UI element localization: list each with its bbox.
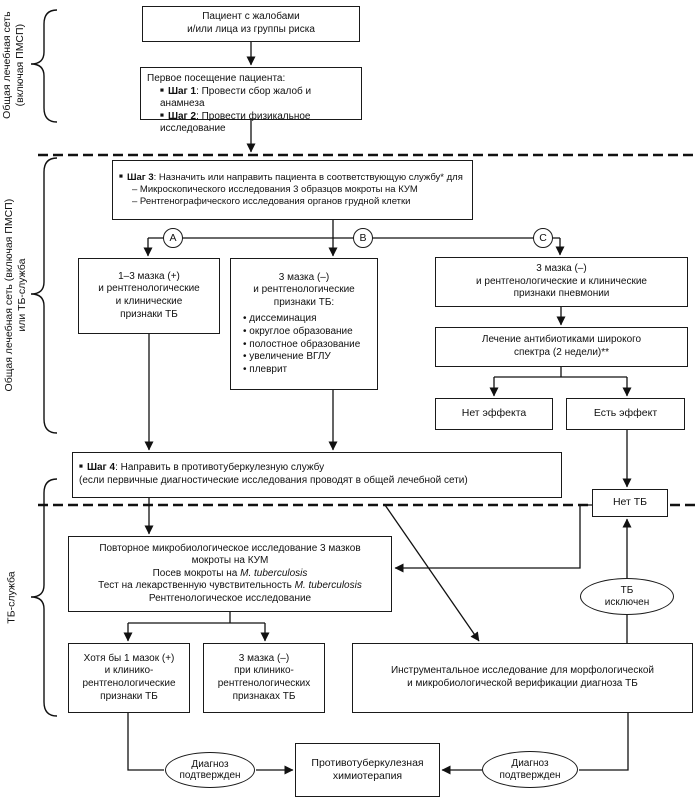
node-repeat-micro: Повторное микробиологическое исследовани… (68, 536, 392, 612)
branch-b-bullet-5: • плеврит (243, 363, 288, 375)
node-patient: Пациент с жалобами и/или лица из группы … (142, 6, 360, 42)
section-label-general-network: Общая лечебная сеть (включая ПМСП) (0, 11, 26, 119)
step4-note: (если первичные диагностические исследов… (79, 475, 468, 486)
section-label-general-or-tb: Общая лечебная сеть (включая ПМСП) или Т… (2, 198, 28, 392)
step3-item-1: – Микроскопического исследования 3 образ… (132, 184, 418, 196)
node-antibiotics: Лечение антибиотиками широкого спектра (… (435, 327, 688, 367)
arrow-diagonal-to-instrumental (384, 504, 480, 642)
section-label-tb-service: ТБ-служба (5, 571, 18, 624)
step4-label: Шаг 4 (86, 462, 116, 474)
node-smear-negative: 3 мазка (–) при клинико- рентгенологичес… (203, 643, 325, 713)
step3-text: : Назначить или направить пациента в соо… (153, 172, 463, 184)
branch-marker-a: A (163, 228, 183, 248)
node-branch-b: 3 мазка (–) и рентгенологические признак… (230, 258, 378, 390)
branch-marker-b: B (353, 228, 373, 248)
node-step4: ■Шаг 4: Направить в противотуберкулезную… (72, 452, 562, 498)
node-no-effect: Нет эффекта (435, 398, 553, 430)
split-antibiotics (494, 367, 627, 378)
step1-label: Шаг 1 (167, 85, 197, 97)
node-tb-excluded: ТБ исключен (580, 578, 674, 615)
brace-bottom (30, 478, 58, 717)
split-repeat (128, 612, 265, 624)
node-diagnosis-confirmed-left: Диагноз подтвержден (165, 752, 255, 788)
step1-text: : Провести сбор жалоб и анамнеза (160, 85, 312, 110)
node-chemotherapy: Противотуберкулезная химиотерапия (295, 743, 440, 797)
node-diagnosis-confirmed-right: Диагноз подтвержден (482, 751, 578, 788)
line-smearpos-to-ellipse (127, 713, 164, 771)
step2-text: : Провести физикальное исследование (160, 110, 311, 135)
step4-line: ■Шаг 4: Направить в противотуберкулезную… (79, 462, 555, 475)
repeat-micro-line2: Посев мокроты на M. tuberculosis (152, 567, 308, 579)
first-visit-title: Первое посещение пациента: (147, 73, 286, 84)
node-branch-c: 3 мазка (–) и рентгенологические и клини… (435, 257, 688, 307)
brace-middle (30, 157, 58, 434)
square-bullet-icon: ■ (79, 463, 83, 471)
square-bullet-icon: ■ (160, 86, 164, 94)
branch-b-bullet-4: • увеличение ВГЛУ (243, 351, 331, 363)
node-instrumental: Инструментальное исследование для морфол… (352, 643, 693, 713)
step4-text: : Направить в противотуберкулезную служб… (115, 462, 325, 474)
branch-b-title: 3 мазка (–) и рентгенологические признак… (253, 271, 355, 308)
line-instrumental-to-ellipse (579, 713, 629, 771)
step3-line: ■Шаг 3: Назначить или направить пациента… (119, 172, 466, 184)
branch-marker-c: C (533, 228, 553, 248)
square-bullet-icon: ■ (160, 111, 164, 119)
branch-b-bullet-2: • округлое образование (243, 326, 353, 337)
step3-label: Шаг 3 (126, 172, 154, 184)
first-visit-step-2: ■Шаг 2: Провести физикальное исследовани… (147, 111, 355, 136)
node-first-visit: Первое посещение пациента: ■Шаг 1: Прове… (140, 67, 362, 134)
node-branch-a: 1–3 мазка (+) и рентгенологические и кли… (78, 258, 220, 334)
square-bullet-icon: ■ (119, 173, 123, 181)
step3-item-2: – Рентгенографического исследования орга… (132, 195, 411, 207)
repeat-micro-line3: Тест на лекарственную чувствительность M… (98, 580, 362, 592)
arrow-notb-side-to-repeat (394, 504, 592, 573)
node-no-tb: Нет ТБ (592, 489, 668, 517)
branch-b-bullet-3: • полостное образование (243, 338, 361, 350)
branch-b-bullet-1: • диссеминация (243, 313, 317, 325)
node-step3: ■Шаг 3: Назначить или направить пациента… (112, 160, 473, 220)
repeat-micro-line4: Рентгенологическое исследование (148, 592, 312, 604)
first-visit-step-1: ■Шаг 1: Провести сбор жалоб и анамнеза (147, 86, 355, 111)
brace-top (30, 9, 58, 123)
step2-label: Шаг 2 (167, 110, 197, 122)
node-smear-positive: Хотя бы 1 мазок (+) и клинико- рентгенол… (68, 643, 190, 713)
repeat-micro-line1: Повторное микробиологическое исследовани… (99, 542, 361, 567)
node-has-effect: Есть эффект (566, 398, 685, 430)
